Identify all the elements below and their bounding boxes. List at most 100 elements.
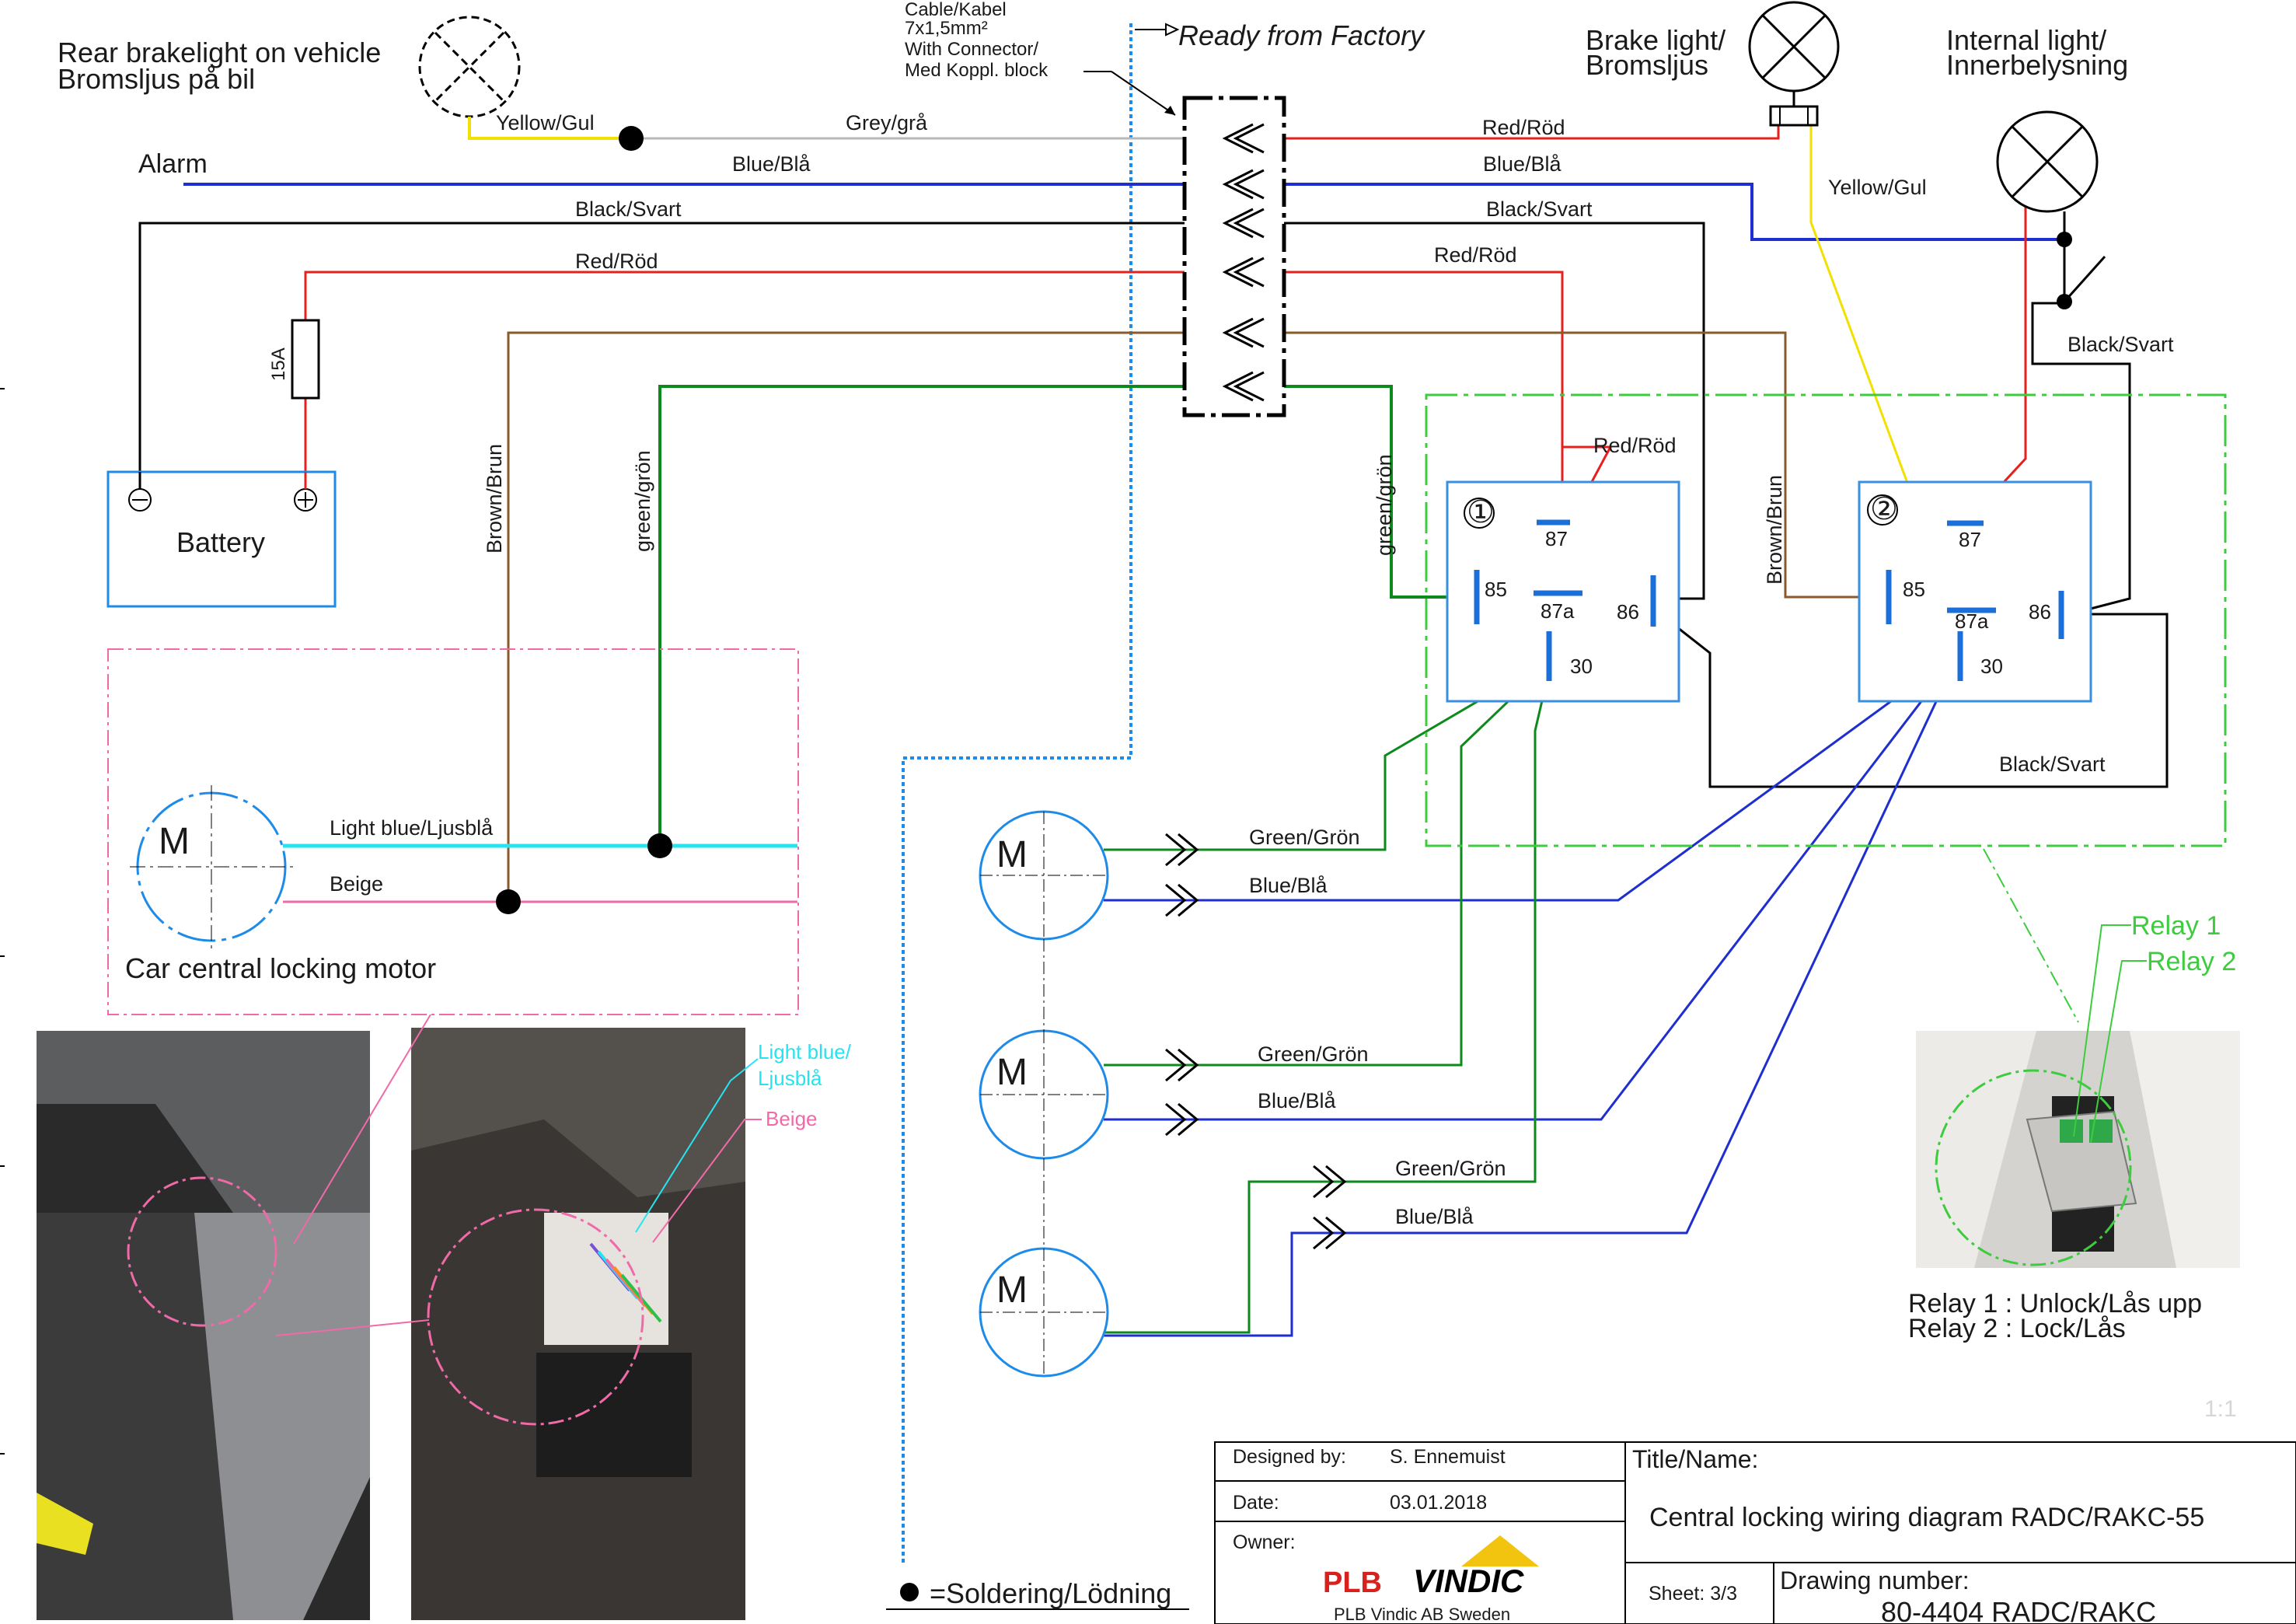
relay-callout-1: Relay 1 <box>2131 911 2221 941</box>
wire-red-fuse-top <box>304 271 1564 482</box>
designed-by-value: S. Ennemuist <box>1390 1446 1506 1468</box>
label-blue-m3: Blue/Blå <box>1395 1205 1474 1228</box>
motor-connectors <box>1165 833 1347 1250</box>
car-motor-label: Car central locking motor <box>125 952 436 984</box>
brake-light-label-line2: Bromsljus <box>1586 49 1708 81</box>
solder-light-blue <box>647 833 672 858</box>
photo-label-light-blue-line1: Light blue/ <box>758 1040 852 1063</box>
plb-vindic-logo: PLB VINDIC PLB Vindic AB Sweden <box>1323 1535 1539 1624</box>
relay-1-pin-85: 85 <box>1485 578 1507 601</box>
cable-info-line4: Med Koppl. block <box>905 60 1049 81</box>
wire-blue-motor2 <box>1104 654 1959 1121</box>
company-name: PLB Vindic AB Sweden <box>1334 1605 1510 1624</box>
label-brown-left: Brown/Brun <box>483 444 506 554</box>
label-red-top: Red/Röd <box>1482 116 1565 139</box>
door-motor-2: M <box>979 1029 1109 1160</box>
door-motor-2-letter: M <box>996 1052 1028 1093</box>
relay-1-pin-30: 30 <box>1570 655 1593 678</box>
car-motor-symbol: M <box>130 785 293 948</box>
rear-brakelight-label-line1: Rear brakelight on vehicle <box>58 37 381 68</box>
solder-beige <box>496 889 521 914</box>
internal-light-label-line2: Innerbelysning <box>1946 49 2128 81</box>
relay-1: ① 87 85 87a 86 30 <box>1446 480 1680 703</box>
ready-from-factory-label: Ready from Factory <box>1178 19 1425 51</box>
sheet-label: Sheet: 3/3 <box>1649 1583 1737 1605</box>
relay-2-pin-30: 30 <box>1980 655 2003 678</box>
wire-black-main <box>138 222 1705 600</box>
switch-lever <box>2063 255 2106 303</box>
photo-car-interior <box>37 1031 370 1620</box>
cable-info-line3: With Connector/ <box>905 39 1038 60</box>
wire-green <box>658 385 1477 846</box>
title-block <box>1214 1441 2296 1624</box>
owner-label: Owner: <box>1233 1531 1296 1553</box>
solder-points <box>496 126 2072 914</box>
title-label: Title/Name: <box>1632 1445 1758 1473</box>
cable-info-line1: Cable/Kabel <box>905 0 1007 20</box>
label-blue-right: Blue/Blå <box>1483 152 1562 176</box>
wire-blue-motor3 <box>1104 656 1959 1337</box>
brake-light-lamp <box>1748 1 1840 127</box>
relay-2: ② 87 85 87a 86 30 <box>1858 480 2092 703</box>
relay-2-pin-86: 86 <box>2029 600 2051 623</box>
label-green-left: green/grön <box>631 450 654 552</box>
label-green-relay: green/grön <box>1373 454 1396 556</box>
door-motor-1-letter: M <box>996 834 1028 875</box>
photo-label-light-blue-line2: Ljusblå <box>758 1067 822 1090</box>
relay-1-pin-86: 86 <box>1617 600 1639 623</box>
label-red-left: Red/Röd <box>575 250 658 273</box>
drawing-number-label: Drawing number: <box>1780 1566 1970 1594</box>
photo-relay-install <box>1916 1031 2240 1268</box>
relay-1-number: ① <box>1467 495 1495 529</box>
door-motor-1: M <box>979 810 1109 941</box>
logo-part1: PLB <box>1323 1566 1382 1599</box>
label-red-right: Red/Röd <box>1434 243 1517 267</box>
rear-brakelight-lamp <box>418 16 521 118</box>
solder-legend-label: =Soldering/Lödning <box>930 1577 1171 1609</box>
relay-desc-1: Relay 1 : Unlock/Lås upp <box>1908 1289 2202 1318</box>
cable-info-label: Cable/Kabel 7x1,5mm² With Connector/ Med… <box>905 0 1049 81</box>
designed-by-label: Designed by: <box>1233 1446 1346 1468</box>
wire-green-motor1 <box>1104 659 1548 851</box>
relay-2-number: ② <box>1870 492 1898 526</box>
car-motor-letter: M <box>159 821 190 862</box>
label-yellow-gul: Yellow/Gul <box>496 111 595 134</box>
battery-label: Battery <box>176 526 265 558</box>
relay-2-pin-87a: 87a <box>1955 609 1989 633</box>
internal-light-label-line1: Internal light/ <box>1946 24 2106 56</box>
door-motor-3-letter: M <box>996 1270 1028 1311</box>
internal-light-lamp <box>1996 110 2106 309</box>
label-grey: Grey/grå <box>846 111 928 134</box>
cable-connector-block <box>1083 71 1286 417</box>
date-value: 03.01.2018 <box>1390 1492 1487 1514</box>
wire-yellow-rear <box>468 117 631 140</box>
rear-brakelight-label-line2: Bromsljus på bil <box>58 63 255 95</box>
photo-connector <box>411 1028 745 1620</box>
relay-2-pin-85: 85 <box>1903 578 1925 601</box>
label-blue-left: Blue/Blå <box>732 152 811 176</box>
label-black-bottom: Black/Svart <box>1999 753 2106 776</box>
factory-boundary: Ready from Factory <box>902 19 1425 1563</box>
relay-2-pin-87: 87 <box>1959 528 1981 551</box>
title-value: Central locking wiring diagram RADC/RAKC… <box>1649 1503 2204 1532</box>
wires <box>138 117 2169 1337</box>
label-black-right: Black/Svart <box>1486 197 1593 221</box>
label-light-blue: Light blue/Ljusblå <box>330 816 494 840</box>
relay-callout-lines <box>1983 848 2147 1144</box>
relay-group-frame <box>1425 393 2227 847</box>
label-yellow-right: Yellow/Gul <box>1828 176 1927 199</box>
label-green-m1: Green/Grön <box>1249 826 1360 849</box>
solder-yellow-grey <box>619 126 644 151</box>
wire-black-switch-down <box>2031 302 2131 612</box>
relay-1-pin-87: 87 <box>1545 527 1568 550</box>
battery <box>106 470 337 608</box>
relay-desc-2: Relay 2 : Lock/Lås <box>1908 1314 2126 1343</box>
label-black-left: Black/Svart <box>575 197 682 221</box>
wire-brown <box>507 331 1865 902</box>
wire-labels: Yellow/Gul Grey/grå Red/Röd Alarm Blue/B… <box>138 111 2174 1228</box>
margin-ticks <box>0 388 5 1455</box>
label-green-m3: Green/Grön <box>1395 1157 1506 1180</box>
label-blue-m2: Blue/Blå <box>1258 1089 1337 1112</box>
label-blue-m1: Blue/Blå <box>1249 874 1328 897</box>
